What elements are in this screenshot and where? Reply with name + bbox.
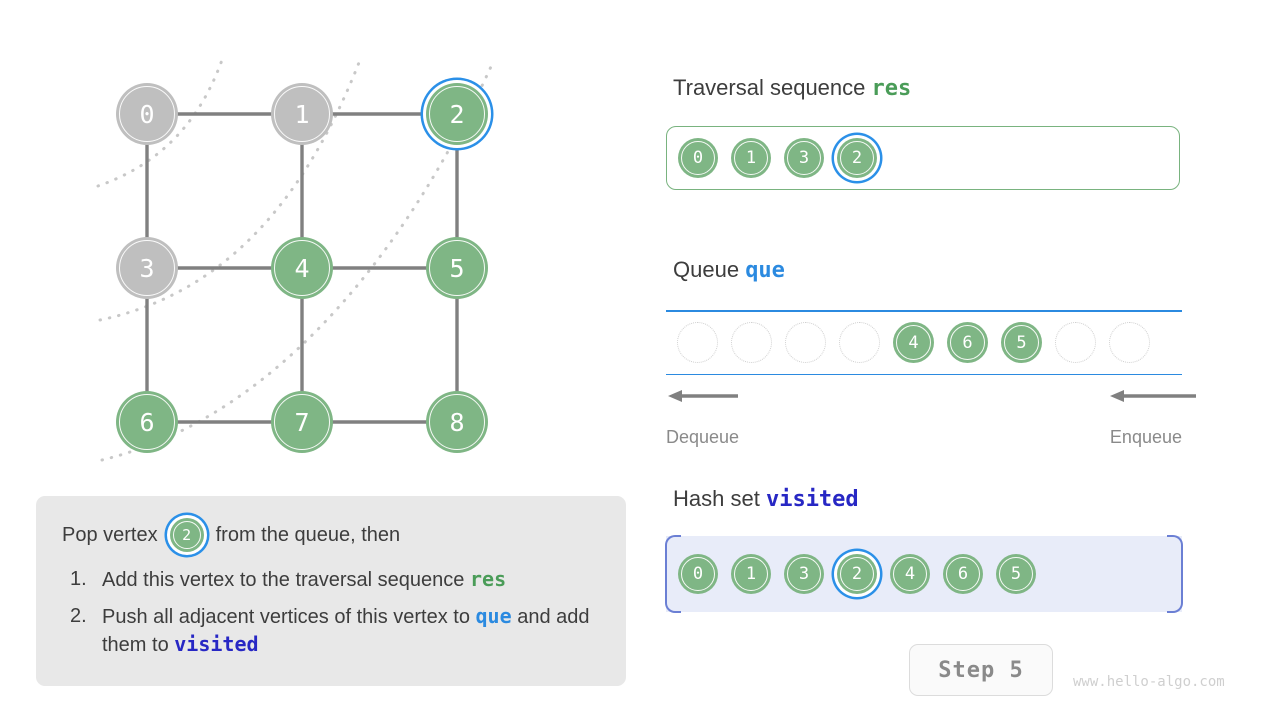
graph-node-label: 0 xyxy=(139,99,155,129)
queue-title-code: que xyxy=(745,258,785,283)
visited-item-label: 6 xyxy=(957,564,969,584)
right-column: Traversal sequence res 0 1 3 2 Queue que 4 6… xyxy=(664,0,1280,720)
queue-slot-item xyxy=(1055,322,1096,364)
visited-section-title: Hash set visited xyxy=(673,486,859,512)
dequeue-label: Dequeue xyxy=(666,427,740,447)
res-item: 1 xyxy=(731,138,771,178)
queue-slot-item: 6 xyxy=(947,322,988,364)
queue-slot-item xyxy=(1109,322,1150,364)
visited-item-label: 0 xyxy=(692,564,704,584)
res-item-label: 0 xyxy=(692,148,704,168)
graph-node-label: 8 xyxy=(449,407,465,437)
step-label: Step 5 xyxy=(938,657,1024,683)
explanation-step-text: Push all adjacent vertices of this verte… xyxy=(102,605,476,628)
visited-item: 4 xyxy=(890,554,930,594)
queue-slot-item-label: 6 xyxy=(962,332,973,353)
queue-rail-bottom xyxy=(666,373,1182,376)
res-item: 2 xyxy=(837,138,877,178)
visited-item: 0 xyxy=(678,554,718,594)
visited-item-label: 1 xyxy=(745,564,757,584)
visited-item: 1 xyxy=(731,554,771,594)
graph-node-1[interactable]: 1 xyxy=(271,83,333,145)
res-item: 0 xyxy=(678,138,718,178)
queue-rail-top xyxy=(666,310,1182,312)
graph-node-6[interactable]: 6 xyxy=(116,391,178,453)
explanation-vertex-chip: 2 xyxy=(169,518,204,552)
graph-panel: 0 1 2 3 4 5 6 7 8 xyxy=(0,0,640,500)
step-badge: Step 5 xyxy=(909,644,1053,696)
explanation-step: Push all adjacent vertices of this verte… xyxy=(62,603,600,660)
graph-node-label: 7 xyxy=(294,407,310,437)
queue-slot-item xyxy=(839,322,880,364)
explanation-card: Pop vertex 2 from the queue, then Add th… xyxy=(36,496,626,686)
graph-node-3[interactable]: 3 xyxy=(116,237,178,299)
explanation-headline: Pop vertex 2 from the queue, then xyxy=(62,518,600,552)
queue-slot-item xyxy=(785,322,826,364)
res-title-text: Traversal sequence xyxy=(673,75,866,100)
queue-slot-item: 5 xyxy=(1001,322,1042,364)
graph-node-label: 5 xyxy=(449,253,465,283)
queue-title-text: Queue xyxy=(673,257,740,282)
visited-item-label: 2 xyxy=(851,564,863,584)
visited-title-text: Hash set xyxy=(673,486,760,511)
enqueue-indicator: Enqueue xyxy=(1092,388,1196,448)
graph-node-label: 2 xyxy=(449,99,465,129)
queue-slot-item xyxy=(731,322,772,364)
res-item-label: 3 xyxy=(798,148,810,168)
visited-item: 6 xyxy=(943,554,983,594)
visited-item-label: 3 xyxy=(798,564,810,584)
dequeue-arrow-icon xyxy=(668,390,738,402)
explanation-step-text: and add them to xyxy=(102,605,590,657)
graph-node-0[interactable]: 0 xyxy=(116,83,178,145)
graph-node-label: 6 xyxy=(139,407,155,437)
graph-node-label: 3 xyxy=(139,253,155,283)
explanation-step-code: visited xyxy=(174,632,259,657)
enqueue-arrow-icon xyxy=(1110,390,1196,402)
watermark: www.hello-algo.com xyxy=(1073,674,1225,690)
res-item: 3 xyxy=(784,138,824,178)
visited-container: 0 1 3 2 4 6 5 xyxy=(665,535,1183,613)
queue-slots: 4 6 5 xyxy=(666,312,1182,374)
explanation-step-text: Add this vertex to the traversal sequenc… xyxy=(102,569,470,591)
visited-item: 2 xyxy=(837,554,877,594)
wavefront-curve-0 xyxy=(96,58,224,188)
queue-slot-item xyxy=(677,322,718,364)
visited-item: 3 xyxy=(784,554,824,594)
visited-item-label: 4 xyxy=(904,564,916,584)
queue-slot-item-label: 5 xyxy=(1016,332,1027,353)
queue-slot-item: 4 xyxy=(893,322,934,364)
explanation-step-code: res xyxy=(469,567,507,591)
queue-direction-indicators: Dequeue Enqueue xyxy=(666,388,1196,447)
explanation-steps: Add this vertex to the traversal sequenc… xyxy=(62,566,600,660)
visited-title-code: visited xyxy=(765,487,859,512)
explanation-vertex-label: 2 xyxy=(182,526,192,544)
queue-slot-item-label: 4 xyxy=(908,332,919,353)
res-title-code: res xyxy=(871,76,912,101)
res-item-label: 2 xyxy=(851,148,863,168)
visited-item-label: 5 xyxy=(1010,564,1022,584)
explanation-step: Add this vertex to the traversal sequenc… xyxy=(62,566,600,595)
res-item-label: 1 xyxy=(745,148,757,168)
res-container: 0 1 3 2 xyxy=(666,126,1180,190)
graph-node-4[interactable]: 4 xyxy=(271,237,333,299)
graph-node-2[interactable]: 2 xyxy=(426,83,488,145)
graph-node-label: 4 xyxy=(294,253,310,283)
queue-section-title: Queue que xyxy=(673,257,785,283)
visited-item: 5 xyxy=(996,554,1036,594)
graph-node-5[interactable]: 5 xyxy=(426,237,488,299)
explanation-lead-before: Pop vertex xyxy=(62,523,158,546)
explanation-lead-after: from the queue, then xyxy=(215,523,401,546)
explanation-step-code: que xyxy=(475,603,512,628)
wavefront-curve-1 xyxy=(98,58,362,322)
queue-container: 4 6 5 Dequeue Enqueue xyxy=(666,310,1196,447)
dequeue-indicator: Dequeue xyxy=(666,388,756,448)
graph-node-8[interactable]: 8 xyxy=(426,391,488,453)
enqueue-label: Enqueue xyxy=(1109,427,1182,447)
graph-node-label: 1 xyxy=(294,99,310,129)
res-section-title: Traversal sequence res xyxy=(673,75,911,101)
graph-node-7[interactable]: 7 xyxy=(271,391,333,453)
